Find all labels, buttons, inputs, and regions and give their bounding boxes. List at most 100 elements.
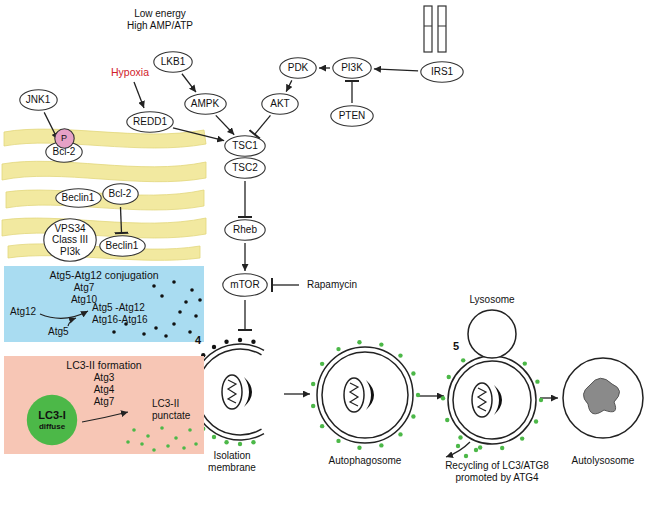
process-panel: Atg5-Atg12 conjugationAtg7 Atg10Atg12Atg… [4, 266, 204, 342]
lc3-circle: LC3-Idiffuse [26, 394, 78, 446]
lc3-dot [357, 446, 361, 450]
node-label: PDK [288, 62, 309, 74]
inhibition-line [121, 207, 122, 233]
outline [225, 136, 265, 156]
stage-label: Lysosome [460, 294, 524, 306]
protein-oval: Bcl-2 [102, 183, 139, 205]
protein-oval: JNK1 [19, 89, 58, 111]
protein-oval: REDD1 [126, 111, 174, 133]
node-label: mTOR [230, 279, 259, 291]
stimulus-label: Hypoxia [105, 66, 155, 79]
dot [142, 332, 146, 336]
dot [194, 442, 198, 446]
stage-label: Autolysosome [563, 455, 643, 467]
lc3-dot [357, 340, 361, 344]
outline [225, 220, 265, 240]
dot [126, 440, 130, 444]
dot [188, 428, 192, 432]
lc3-dot [500, 446, 504, 450]
lc3-dot [416, 393, 420, 397]
lc3-dot [441, 396, 445, 400]
node-label: Rheb [233, 224, 257, 236]
lc3-dot [523, 361, 527, 365]
illustration-part [438, 6, 446, 52]
protein-oval: Rheb [224, 219, 266, 241]
illustration-part [563, 358, 643, 438]
lc3-dot [212, 435, 216, 439]
outline [127, 112, 173, 132]
illustration-part [317, 347, 413, 443]
lc3-dot [411, 414, 415, 418]
lc3-dot [336, 347, 340, 351]
outline [27, 395, 77, 445]
illustration-part [322, 352, 408, 438]
reaction-arrow [68, 318, 76, 326]
outline [225, 158, 265, 178]
lc3-dot [251, 340, 255, 344]
protein-name: Atg12 [10, 306, 44, 318]
lc3-dot [398, 432, 402, 436]
illustration-part [478, 388, 486, 411]
node-label: JNK1 [26, 94, 50, 106]
dot [194, 314, 198, 318]
activation-arrow [374, 69, 418, 71]
lc3-dot [478, 445, 482, 449]
inhibition-line [244, 181, 245, 217]
protein-oval: AMPK [184, 93, 227, 115]
protein-oval: Bcl-2P [45, 141, 83, 163]
dot [152, 284, 156, 288]
outline [331, 106, 373, 126]
lc3-dot [320, 424, 324, 428]
cargo [472, 383, 502, 417]
rapamycin-inhibition [272, 284, 299, 285]
protein-oval: PTEN [330, 105, 374, 127]
illustration-part [472, 383, 492, 417]
dot [160, 426, 164, 430]
lc3-dot [311, 404, 315, 408]
illustration-part [2, 218, 206, 238]
lc3-dot [445, 418, 449, 422]
stage-label: Autophagosome [320, 455, 410, 467]
illustration-part [424, 6, 432, 52]
illustration-part [453, 361, 531, 439]
illustration-part [222, 375, 242, 409]
autolysosome [563, 358, 643, 438]
lc3-dot [456, 444, 460, 448]
protein-name: Atg5 [48, 326, 78, 338]
lc3-dot [238, 442, 242, 446]
lc3-dot [238, 338, 242, 342]
node-label: REDD1 [133, 116, 167, 128]
node-label: VPS34 Class III PI3k [50, 223, 90, 258]
protein-oval: TSC2 [224, 157, 266, 179]
lc3-dot [461, 358, 465, 362]
illustration-part [424, 25, 446, 26]
dot [198, 298, 202, 302]
protein-oval: PDK [279, 57, 317, 79]
activation-arrow [173, 128, 224, 141]
illustration-part [228, 380, 236, 403]
dot [178, 310, 182, 314]
outline [184, 94, 225, 114]
node-label: P [61, 133, 67, 143]
receptor [424, 6, 446, 52]
node-label: AKT [270, 98, 289, 110]
outline [44, 219, 96, 261]
callout-number: 4 [191, 334, 205, 347]
protein-oval: AKT [261, 93, 299, 115]
lc3-dot [464, 454, 468, 458]
dot [166, 444, 170, 448]
dot [160, 294, 164, 298]
complex-oval: VPS34 Class III PI3k [43, 218, 97, 262]
dot [172, 322, 176, 326]
dot [112, 330, 116, 334]
dot [190, 288, 194, 292]
outline [280, 58, 316, 78]
illustration-part [244, 377, 252, 407]
inhibition-line [351, 81, 352, 103]
outline [421, 62, 463, 82]
panel-title: LC3-II formation [9, 359, 199, 372]
illustration-part [494, 385, 502, 415]
lc3-dot [379, 342, 383, 346]
illustration-part [4, 129, 206, 148]
